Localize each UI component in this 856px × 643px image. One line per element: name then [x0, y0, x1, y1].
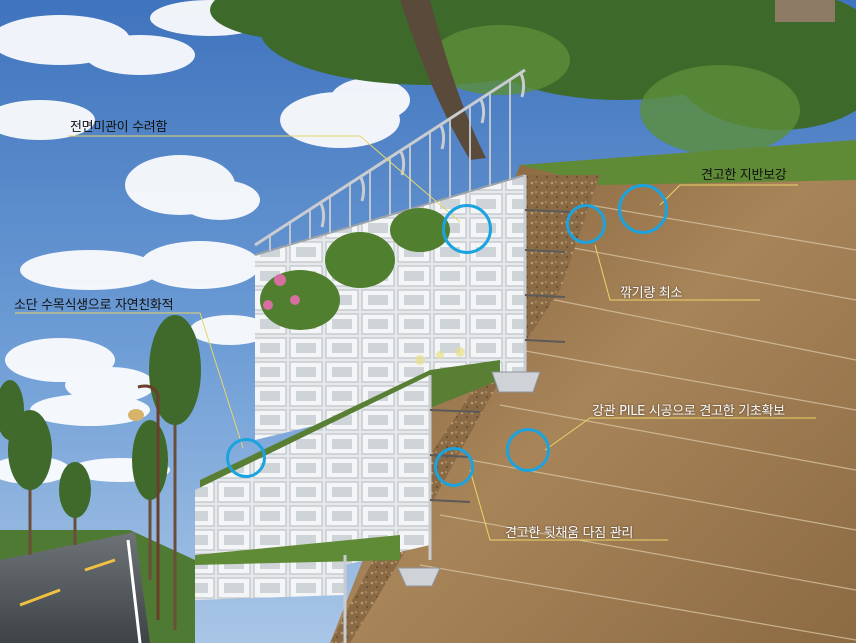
highlight-ring-facade [442, 204, 492, 254]
leader-pile [544, 417, 816, 451]
highlight-ring-pile [506, 428, 550, 472]
leader-excavation [594, 244, 760, 301]
label-backfill: 견고한 뒷채움 다짐 관리 [505, 526, 634, 541]
label-greening: 소단 수목식생으로 자연친화적 [14, 298, 174, 313]
highlight-ring-excavation [566, 204, 606, 244]
highlight-ring-reinforcement [618, 184, 668, 234]
leader-greening [15, 312, 244, 449]
label-facade: 전면미관이 수려함 [70, 120, 168, 135]
highlight-ring-backfill [434, 447, 474, 487]
label-excavation: 깎기량 최소 [620, 286, 683, 301]
leader-facade [68, 135, 461, 223]
leader-backfill [469, 469, 668, 541]
label-pile: 강관 PILE 시공으로 견고한 기초확보 [592, 404, 785, 419]
label-reinforcement: 견고한 지반보강 [701, 168, 787, 183]
leader-reinforcement [659, 184, 798, 206]
highlight-ring-greening [226, 438, 266, 478]
